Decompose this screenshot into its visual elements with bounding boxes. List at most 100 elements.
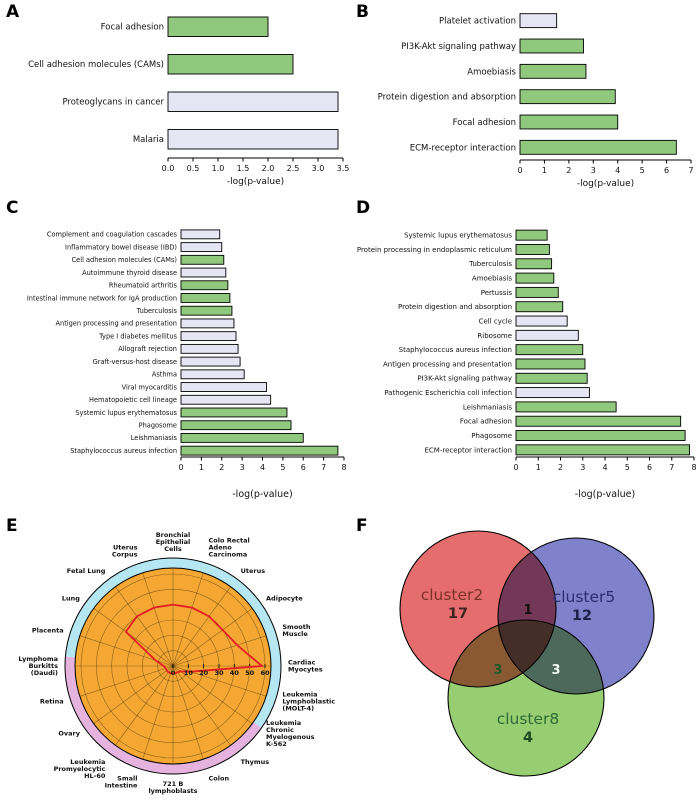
bar	[180, 407, 288, 418]
bar	[180, 369, 245, 380]
spoke	[115, 665, 174, 746]
bar-label: PI3K-Akt signaling pathway	[417, 375, 512, 383]
bar-label: Systemic lupus erythematosus	[404, 232, 512, 240]
bar-label: Leishmaniasis	[131, 434, 178, 442]
x-tick-label: 1.5	[237, 164, 250, 173]
bar-label: Rheumatoid arthritis	[109, 282, 178, 290]
bar-label: Viral myocarditis	[122, 383, 178, 391]
bar	[180, 305, 233, 316]
bar	[515, 401, 617, 413]
x-tick-label: 6	[301, 463, 306, 472]
bar-label: Complement and coagulation cascades	[47, 231, 178, 239]
x-axis-title: -log(p-value)	[577, 179, 634, 189]
radar-category-label: Placenta	[32, 626, 64, 634]
radar-category-label: Ovary	[58, 730, 80, 738]
x-tick-label: 3	[591, 166, 596, 175]
venn-set-label: cluster8	[497, 710, 560, 728]
venn-circle	[447, 619, 605, 777]
bar	[515, 344, 584, 356]
panel-f-letter: F	[356, 516, 368, 536]
bar	[167, 129, 339, 150]
venn-overlap-count: 3	[493, 663, 502, 678]
bar-label: Amoebiasis	[472, 275, 512, 283]
bar	[515, 272, 555, 284]
bar-label: Focal adhesion	[460, 418, 512, 426]
bar	[180, 267, 227, 278]
x-axis-title: -log(p-value)	[232, 489, 292, 500]
x-tick-label: 1	[199, 463, 204, 472]
radar-category-label: Thymus	[241, 758, 270, 766]
x-tick-label: 7	[688, 166, 693, 175]
x-tick-label: 4	[260, 463, 265, 472]
x-tick-label: 1	[536, 463, 541, 472]
x-tick-label: 2	[566, 166, 571, 175]
x-tick-label: 7	[669, 463, 674, 472]
bar-label: Ribosome	[477, 332, 512, 340]
x-tick-label: 2	[219, 463, 224, 472]
bar	[519, 114, 619, 130]
x-tick-label: 0	[178, 463, 183, 472]
panel-b-letter: B	[356, 2, 369, 22]
venn-set-count: 4	[523, 730, 533, 746]
bar	[180, 280, 229, 291]
bar	[180, 433, 304, 443]
x-tick-label: 3.5	[337, 164, 350, 173]
bar	[180, 254, 225, 265]
bar	[180, 356, 241, 367]
bar-label: Antigen processing and presentation	[383, 360, 512, 368]
r-tick-label: 10	[184, 669, 194, 677]
x-tick-label: 4	[602, 463, 607, 472]
spoke	[172, 665, 253, 724]
bar-label: Leishmaniasis	[463, 403, 512, 411]
bar-label: ECM-receptor interaction	[425, 446, 513, 454]
x-tick-label: 5	[640, 166, 645, 175]
bar	[180, 293, 231, 303]
bar	[167, 91, 339, 112]
radar-category-label: Lung	[62, 594, 80, 602]
x-tick-label: 2.0	[262, 164, 275, 173]
bar-label: Asthma	[152, 371, 177, 379]
bar	[515, 229, 548, 241]
bar-label: Systemic lupus erythematosus	[75, 409, 177, 417]
bar-label: Allograft rejection	[118, 345, 177, 353]
spoke	[93, 665, 174, 724]
bar	[515, 258, 553, 270]
x-tick-label: 0.5	[187, 164, 200, 173]
bar-label: Phagosome	[471, 432, 512, 440]
bar	[515, 444, 691, 456]
radar-category-label: Retina	[40, 698, 64, 706]
venn-set-count: 12	[572, 608, 592, 624]
bar	[180, 382, 268, 392]
spoke	[79, 665, 174, 697]
panel-c-letter: C	[6, 198, 19, 218]
spoke	[172, 665, 204, 760]
r-tick-label: 60	[260, 669, 270, 677]
spoke	[115, 586, 174, 667]
bar	[515, 315, 568, 327]
x-tick-label: 8	[341, 463, 346, 472]
x-tick-label: 0	[513, 463, 518, 472]
x-tick-label: 3	[580, 463, 585, 472]
venn-set-label: cluster5	[553, 588, 616, 606]
venn-overlap-count: 3	[551, 663, 560, 678]
bar-label: Focal adhesion	[101, 23, 164, 33]
panel-d-letter: D	[356, 198, 371, 218]
x-tick-label: 7	[321, 463, 326, 472]
x-tick-label: 0.0	[162, 164, 175, 173]
bar-label: Type I diabetes mellitus	[98, 332, 177, 340]
bar-label: Cell adhesion molecules (CAMs)	[72, 256, 177, 264]
x-tick-label: 3	[240, 463, 245, 472]
